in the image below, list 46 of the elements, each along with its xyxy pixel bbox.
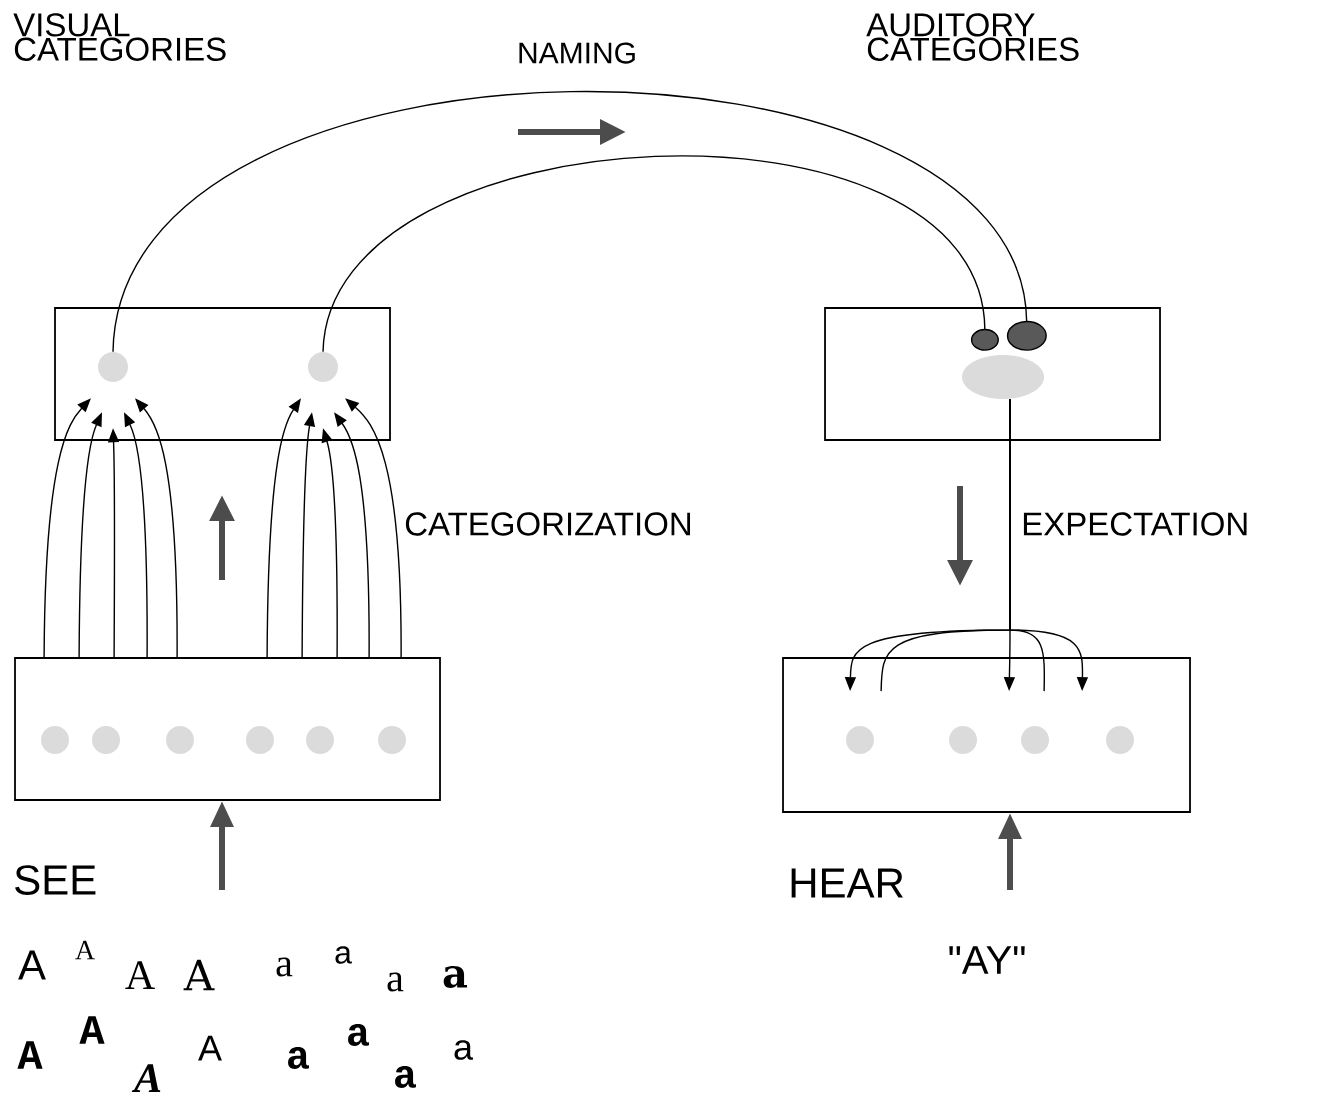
unit-circle [846, 726, 874, 754]
letter: A [17, 1041, 43, 1069]
unit-circle [962, 355, 1044, 399]
process-label: EXPECTATION [1023, 512, 1247, 536]
letter: A [18, 950, 46, 980]
letter: A [75, 940, 95, 960]
category-heading: VISUAL CATEGORIES [13, 13, 226, 61]
letter: a [288, 1047, 309, 1069]
input-label: HEAR [791, 868, 903, 898]
letter: A [79, 1016, 105, 1044]
input-label: "AY" [949, 946, 1025, 974]
layer-box [54, 307, 391, 441]
unit-circle [1106, 726, 1134, 754]
letter: a [454, 1040, 473, 1060]
letter: a [276, 957, 293, 977]
letter: a [335, 946, 352, 964]
unit-circle [308, 352, 338, 382]
unit-circle [949, 726, 977, 754]
letter: A [183, 959, 215, 991]
unit-circle [246, 726, 274, 754]
letter: A [198, 1035, 222, 1061]
letter: A [125, 961, 155, 989]
layer-box [14, 657, 441, 801]
letter: a [348, 1024, 369, 1046]
layer-box [824, 307, 1161, 441]
unit-circle [1021, 726, 1049, 754]
unit-circle [378, 726, 406, 754]
unit-circle [92, 726, 120, 754]
unit-circle [166, 726, 194, 754]
arrow [112, 90, 1047, 353]
arrow [135, 398, 178, 658]
process-label: CATEGORIZATION [405, 512, 690, 536]
letter: a [387, 972, 404, 992]
process-label: NAMING [519, 42, 635, 64]
arrow [322, 155, 999, 353]
letter: a [395, 1066, 416, 1088]
unit-circle [306, 726, 334, 754]
input-label: SEE [15, 865, 96, 895]
letter: A [131, 1064, 161, 1092]
arrow [43, 398, 91, 658]
letter: a [443, 966, 468, 988]
unit-circle [98, 352, 128, 382]
category-heading: AUDITORY CATEGORIES [866, 13, 1079, 61]
arrow [345, 398, 402, 658]
unit-circle [41, 726, 69, 754]
layer-box [782, 657, 1191, 813]
